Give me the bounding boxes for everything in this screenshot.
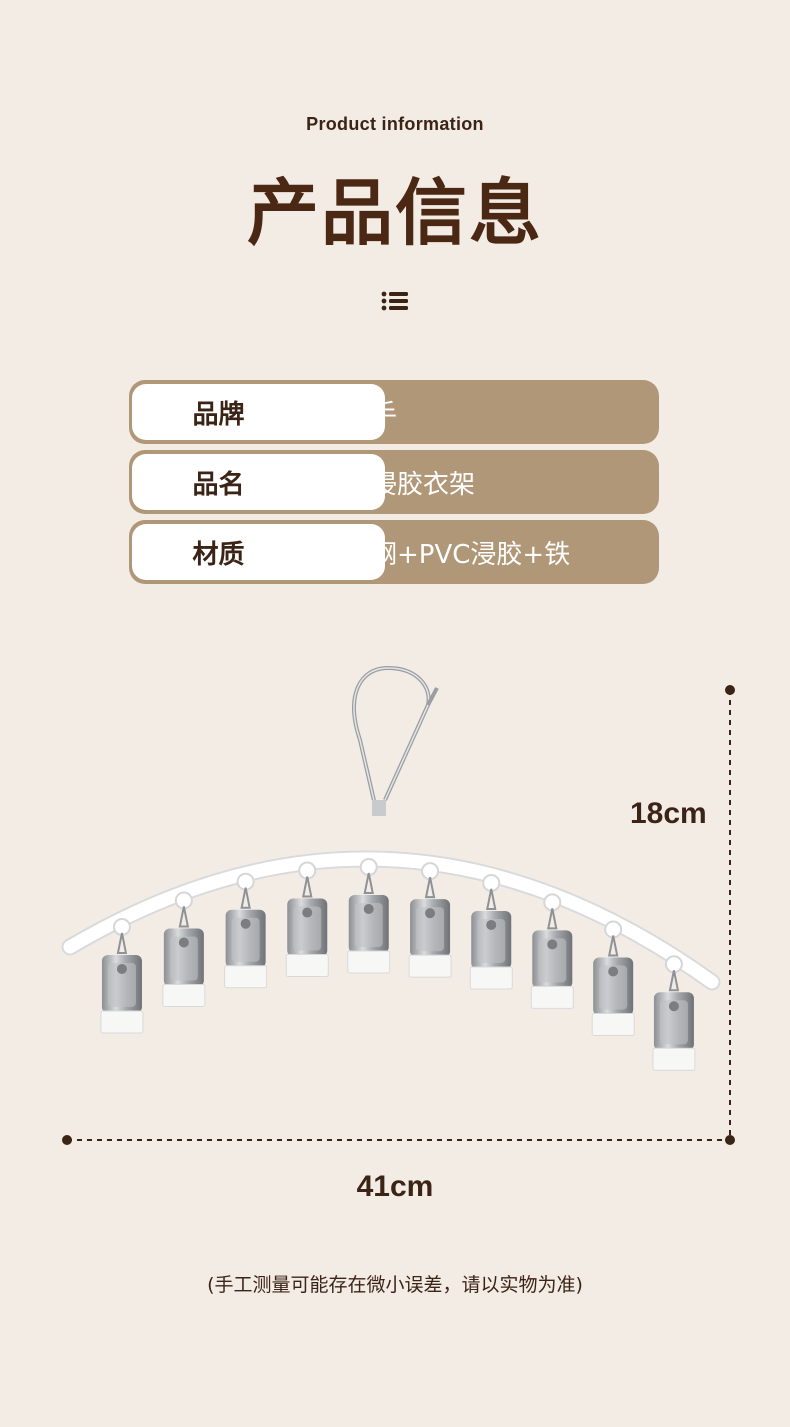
clip <box>652 955 696 1071</box>
clip <box>100 917 144 1034</box>
measurement-note: (手工测量可能存在微小误差，请以实物为准) <box>207 1274 583 1296</box>
info-value: 圆弧浸胶衣架 <box>319 469 476 500</box>
clip <box>285 861 329 978</box>
clip <box>162 891 206 1008</box>
clip <box>347 858 391 974</box>
clip <box>408 862 452 978</box>
info-row-brand: 品牌 佳帮手 <box>129 380 659 444</box>
product-info-table: 品牌 佳帮手 品名 圆弧浸胶衣架 材质 不锈钢+PVC浸胶+铁 <box>129 380 659 590</box>
info-value: 佳帮手 <box>319 399 398 430</box>
clip <box>469 873 513 990</box>
hanger-clips <box>100 858 696 1071</box>
width-dimension: 41cm <box>356 1170 434 1203</box>
hanger-diagram <box>61 665 735 1145</box>
clip <box>530 893 574 1009</box>
clip <box>591 920 635 1037</box>
info-label: 品牌 <box>132 384 385 440</box>
height-dimension: 18cm <box>630 797 707 830</box>
info-label: 品名 <box>132 454 385 510</box>
info-label: 材质 <box>132 524 385 580</box>
hanger-arc <box>61 850 721 991</box>
list-icon <box>381 291 408 311</box>
info-row-name: 品名 圆弧浸胶衣架 <box>129 450 659 514</box>
clip <box>224 872 268 989</box>
dimension-lines <box>62 685 735 1145</box>
section-title: 产品信息 <box>246 171 543 255</box>
info-row-material: 材质 不锈钢+PVC浸胶+铁 <box>129 520 659 584</box>
section-subtitle: Product information <box>306 114 484 134</box>
info-value: 不锈钢+PVC浸胶+铁 <box>319 539 571 570</box>
hanger-hook <box>352 665 439 816</box>
